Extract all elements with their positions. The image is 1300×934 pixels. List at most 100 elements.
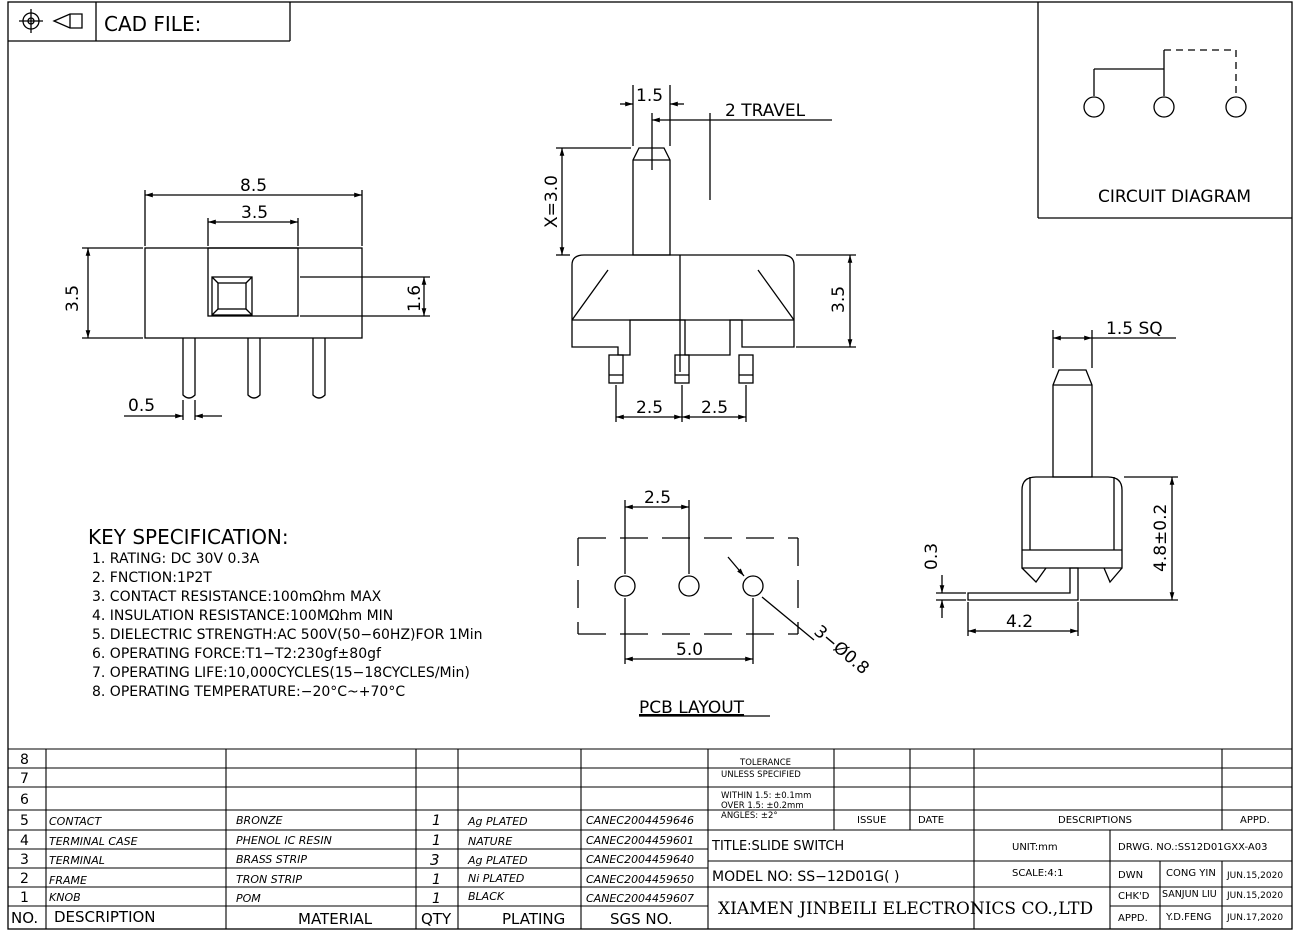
row-plat: Ni PLATED [468,872,524,885]
chkd-name: SANJUN LIU [1162,889,1217,900]
bom-header-sgs: SGS NO. [610,910,673,928]
circuit-diagram [1037,2,1292,219]
row-qty: 1 [432,833,441,849]
row-sgs: CANEC2004459640 [586,853,694,866]
appd-label: APPD. [1118,913,1148,924]
company-name: XIAMEN JINBEILI ELECTRONICS CO.,LTD [718,899,1093,919]
row-mat: BRONZE [236,814,283,827]
bom-header-plating: PLATING [502,910,565,928]
dwn-label: DWN [1118,870,1143,881]
title-text: TITLE:SLIDE SWITCH [711,839,844,854]
row-mat: POM [236,892,261,905]
row-plat: NATURE [468,835,512,848]
descriptions-header: DESCRIPTIONS [1058,815,1132,826]
row-no: 5 [20,813,29,829]
dim-pcb-2-5: 2.5 [644,488,671,508]
sheet-border [7,1,1293,930]
chkd-label: CHK'D [1118,891,1150,902]
row-mat: TRON STRIP [236,873,302,886]
bom-header-no: NO. [11,909,38,927]
row-plat: Ag PLATED [467,854,528,867]
dwn-name: CONG YIN [1166,868,1216,879]
row-plat: Ag PLATED [467,815,528,828]
side-view [556,85,856,422]
dim-0-3: 0.3 [922,543,942,570]
profile-view [936,330,1178,636]
dwn-date: JUN.15,2020 [1226,871,1283,881]
tolerance-title: TOLERANCE [739,758,791,768]
dim-pcb-5-0: 5.0 [676,640,703,660]
spec-item: 7. OPERATING LIFE:10,000CYCLES(15−18CYCL… [92,665,470,681]
dim-height-3-5-left: 3.5 [63,285,83,312]
dim-x-3-0: X=3.0 [542,175,562,228]
unit-text: UNIT:mm [1012,842,1058,853]
chkd-date: JUN.15,2020 [1226,891,1283,901]
row-no: 2 [20,871,29,887]
bom-rows: 8 7 6 5 CONTACT BRONZE 1 Ag PLATED CANEC… [20,752,694,907]
key-specification: KEY SPECIFICATION: 1. RATING: DC 30V 0.3… [88,525,483,700]
appd-date: JUN.17,2020 [1226,913,1283,923]
dim-width-8-5: 8.5 [240,176,267,196]
row-plat: BLACK [468,890,505,903]
dim-window-3-5: 3.5 [241,203,268,223]
row-desc: CONTACT [49,815,102,828]
pcb-layout-label: PCB LAYOUT [639,698,745,718]
row-mat: BRASS STRIP [236,853,307,866]
row-no: 8 [20,752,29,768]
circuit-diagram-label: CIRCUIT DIAGRAM [1098,187,1251,207]
row-sgs: CANEC2004459607 [586,892,694,905]
row-mat: PHENOL IC RESIN [236,834,332,847]
appd-name: Y.D.FENG [1165,912,1211,923]
table-row: 7 [20,771,29,787]
row-no: 1 [20,890,29,906]
dim-top-1-5: 1.5 [636,86,663,106]
table-row: 8 [20,752,29,768]
row-qty: 1 [432,872,441,888]
cad-file-label: CAD FILE: [104,12,201,36]
dim-1-6: 1.6 [405,285,425,312]
table-row: 5 CONTACT BRONZE 1 Ag PLATED CANEC200445… [20,813,694,829]
spec-item: 3. CONTACT RESISTANCE:100mΩhm MAX [92,589,382,605]
tolerance-within: WITHIN 1.5: ±0.1mm [721,791,811,801]
row-desc: TERMINAL CASE [49,835,138,848]
spec-item: 6. OPERATING FORCE:T1−T2:230gf±80gf [92,646,382,662]
tolerance-over: OVER 1.5: ±0.2mm [721,801,804,811]
dim-pitch-2-5-b: 2.5 [701,398,728,418]
dim-pin-0-5: 0.5 [128,396,155,416]
dim-height-3-5-mid: 3.5 [829,286,849,313]
table-row: 2 FRAME TRON STRIP 1 Ni PLATED CANEC2004… [20,871,694,888]
spec-item: 2. FNCTION:1P2T [92,570,212,586]
projection-symbol-icon [19,9,83,33]
cad-header [8,2,291,42]
dim-pcb-hole: 3−Ø0.8 [810,622,873,679]
date-header: DATE [918,815,944,826]
issue-header: ISSUE [857,815,886,826]
row-desc: TERMINAL [49,854,105,867]
bom-header-description: DESCRIPTION [54,908,156,926]
tolerance-angles: ANGLES: ±2° [721,811,778,821]
bom-header: NO. DESCRIPTION MATERIAL QTY PLATING SGS… [11,908,673,928]
table-row: 6 [20,792,29,808]
dim-4-2: 4.2 [1006,612,1033,632]
bom-header-qty: QTY [421,910,452,928]
dim-1-5-sq: 1.5 SQ [1106,319,1163,339]
front-view [82,190,430,420]
bom-header-material: MATERIAL [298,910,373,928]
dim-travel: 2 TRAVEL [725,101,806,121]
row-no: 6 [20,792,29,808]
dim-4-8: 4.8±0.2 [1151,504,1171,572]
tolerance-subtitle: UNLESS SPECIFIED [721,770,801,780]
table-row: 1 KNOB POM 1 BLACK CANEC2004459607 [20,890,694,907]
scale-text: SCALE:4:1 [1012,868,1064,879]
row-no: 3 [20,852,29,868]
row-no: 4 [20,833,29,849]
appd-header: APPD. [1240,815,1270,826]
row-sgs: CANEC2004459601 [586,834,694,847]
row-qty: 3 [430,851,440,869]
row-sgs: CANEC2004459646 [586,814,694,827]
pcb-layout [577,500,815,664]
spec-title: KEY SPECIFICATION: [88,525,289,549]
spec-item: 5. DIELECTRIC STRENGTH:AC 500V(50−60HZ)F… [92,627,483,643]
spec-item: 8. OPERATING TEMPERATURE:−20°C~+70°C [92,684,405,700]
